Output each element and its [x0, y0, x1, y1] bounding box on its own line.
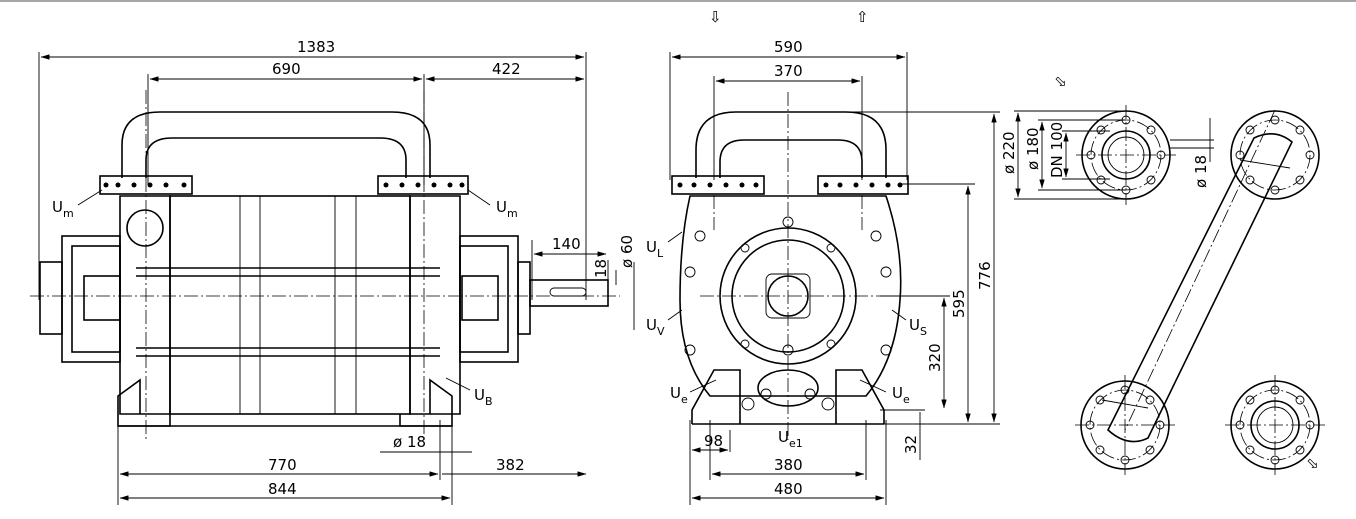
dim-foot-pitch: 380 [774, 456, 803, 474]
dim-flange-nominal: DN 100 [1048, 122, 1066, 178]
flange-detail [1014, 105, 1325, 475]
label-uv: UV [646, 316, 665, 338]
dim-shaft-diameter: ø 60 [618, 235, 636, 268]
dim-bolt-hole: ø 18 [393, 433, 426, 451]
label-ul: UL [646, 238, 664, 260]
dim-flange-pitch: 370 [774, 62, 803, 80]
dim-foot-right: 382 [496, 456, 525, 474]
dim-base-height: 32 [902, 435, 920, 454]
label-um-left: Um [52, 198, 74, 220]
label-um-right: Um [496, 198, 518, 220]
label-us: US [909, 316, 927, 338]
dim-foot-center: 770 [268, 456, 297, 474]
label-ue1: Ue1 [778, 428, 803, 450]
dim-foot-offset: 98 [704, 432, 723, 450]
dim-height-flange: 595 [950, 289, 968, 318]
flange-arrow-in-icon: ⇩ [1050, 71, 1072, 93]
label-ub: UB [474, 386, 493, 408]
dim-shaft-key: 18 [592, 259, 610, 278]
arrow-in-icon: ⇩ [709, 8, 722, 26]
dim-right-overhang: 422 [492, 60, 521, 78]
arrow-out-icon: ⇧ [856, 8, 869, 26]
label-ue-left: Ue [670, 384, 688, 406]
dim-flange-hole: ø 18 [1192, 155, 1210, 188]
dim-flange-outer: ø 220 [1000, 131, 1018, 174]
dim-width-top: 590 [774, 38, 803, 56]
dim-foot-overall: 844 [268, 480, 297, 498]
dim-shaft-length: 140 [552, 235, 581, 253]
label-ue-right: Ue [892, 384, 910, 406]
dim-base-width: 480 [774, 480, 803, 498]
dim-flange-span: 690 [272, 60, 301, 78]
dim-flange-bolt-circle: ø 180 [1024, 127, 1042, 170]
front-view [667, 52, 1000, 505]
dim-shaft-height: 320 [926, 343, 944, 372]
dim-height-total: 776 [976, 261, 994, 290]
dim-overall-length: 1383 [297, 38, 335, 56]
side-view [30, 52, 635, 505]
